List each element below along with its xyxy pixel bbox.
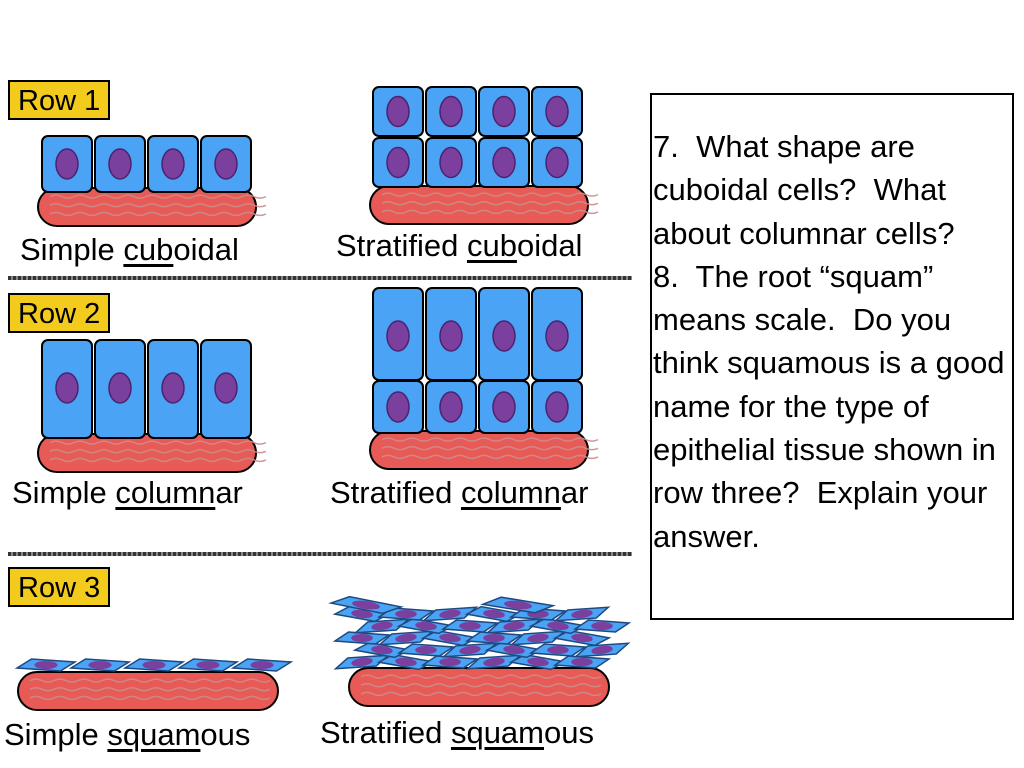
nucleus [439, 320, 463, 352]
caption-simple-squamous: Simple squamous [4, 717, 251, 752]
question-box: 7. What shape are cuboidal cells? What a… [650, 93, 1014, 620]
nucleus [492, 391, 516, 423]
nucleus [351, 657, 373, 667]
row-divider-2 [8, 552, 632, 556]
nucleus [547, 621, 569, 631]
nucleus [55, 372, 79, 404]
nucleus [483, 657, 505, 667]
nucleus [395, 633, 417, 643]
connective-fiber [29, 695, 271, 701]
row-1-tag: Row 1 [8, 80, 111, 120]
nucleus [492, 146, 516, 179]
nucleus [527, 657, 549, 667]
nucleus [386, 95, 410, 128]
nucleus [591, 622, 613, 630]
nucleus [545, 146, 569, 179]
row-2-tag: Row 2 [8, 293, 111, 333]
simple-cuboidal-illustration [37, 135, 267, 227]
nucleus [386, 146, 410, 179]
nucleus [108, 148, 132, 180]
connective-fiber [360, 691, 602, 697]
nucleus [571, 609, 593, 619]
nucleus [161, 148, 185, 180]
nucleus [395, 610, 417, 618]
row-divider-1 [8, 276, 632, 280]
question-8: 8. The root “squam” means scale. Do you … [653, 258, 1014, 554]
nucleus [88, 661, 112, 669]
nucleus [386, 320, 410, 352]
caption-simple-cuboidal: Simple cuboidal [20, 232, 239, 267]
nucleus [352, 600, 380, 610]
nucleus [439, 95, 463, 128]
nucleus [415, 621, 437, 631]
connective-fiber [381, 437, 599, 442]
connective-fiber [381, 446, 599, 451]
stratified-cuboidal-illustration [369, 86, 599, 225]
connective-fiber [49, 440, 267, 445]
nucleus [571, 658, 593, 666]
nucleus [351, 609, 373, 619]
nucleus [351, 634, 373, 642]
nucleus [250, 661, 274, 669]
connective-fiber [381, 454, 599, 460]
nucleus [547, 646, 569, 654]
nucleus [196, 661, 220, 669]
nucleus [459, 645, 481, 655]
connective-fiber [49, 194, 267, 199]
connective-fiber [49, 211, 267, 217]
simple-columnar-illustration [37, 339, 267, 473]
nucleus [503, 621, 525, 631]
nucleus [483, 634, 505, 642]
row-3-tag: Row 3 [8, 567, 111, 607]
connective-fiber [49, 457, 267, 463]
connective-fiber [381, 192, 599, 197]
nucleus [571, 633, 593, 643]
stratified-squamous-illustration [328, 595, 632, 707]
nucleus [545, 95, 569, 128]
connective-fiber [360, 674, 602, 679]
connective-fiber [381, 201, 599, 206]
caption-stratified-cuboidal: Stratified cuboidal [336, 228, 583, 263]
nucleus [492, 95, 516, 128]
nucleus [371, 621, 393, 631]
nucleus [142, 661, 166, 669]
nucleus [34, 661, 58, 669]
nucleus [415, 646, 437, 654]
connective-fiber [29, 687, 271, 692]
nucleus [439, 391, 463, 423]
nucleus [214, 148, 238, 180]
nucleus [395, 657, 417, 667]
nucleus [503, 645, 525, 655]
caption-stratified-columnar: Stratified columnar [330, 475, 589, 510]
connective-fiber [49, 449, 267, 454]
nucleus [439, 633, 461, 643]
simple-squamous-illustration [14, 658, 294, 711]
nucleus [439, 609, 461, 619]
connective-fiber [360, 683, 602, 688]
nucleus [527, 633, 549, 643]
nucleus [55, 148, 79, 180]
nucleus [371, 645, 393, 655]
nucleus [459, 622, 481, 630]
nucleus [504, 600, 532, 610]
nucleus [161, 372, 185, 404]
nucleus [545, 320, 569, 352]
nucleus [214, 372, 238, 404]
nucleus [439, 658, 461, 666]
tissue-illustrations [14, 86, 632, 711]
stratified-columnar-illustration [369, 287, 599, 470]
nucleus [108, 372, 132, 404]
nucleus [545, 391, 569, 423]
caption-stratified-squamous: Stratified squamous [320, 715, 594, 750]
nucleus [439, 146, 463, 179]
question-7: 7. What shape are cuboidal cells? What a… [653, 129, 955, 251]
nucleus [483, 609, 505, 619]
nucleus [591, 645, 613, 655]
connective-fiber [381, 209, 599, 215]
connective-fiber [49, 203, 267, 208]
nucleus [386, 391, 410, 423]
caption-simple-columnar: Simple columnar [12, 475, 243, 510]
connective-fiber [29, 678, 271, 683]
nucleus [492, 320, 516, 352]
